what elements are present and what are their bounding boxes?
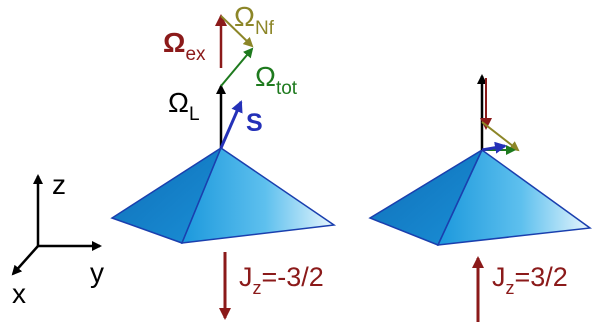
right-vectors	[477, 74, 520, 155]
omega-tot-label: Ωtot	[255, 61, 298, 99]
x-axis-arrow	[11, 245, 39, 276]
left-pyramid	[110, 146, 337, 244]
spin-label: S	[246, 109, 263, 137]
z-axis-label: z	[52, 169, 66, 200]
jz-right-label: Jz=3/2	[492, 262, 568, 298]
omega-nf-arrow	[220, 15, 254, 48]
omega-l-label: ΩL	[168, 87, 200, 125]
omega-nf-label: ΩNf	[234, 1, 275, 39]
right-pyramid-front-face	[436, 148, 593, 246]
spin-arrow	[219, 100, 243, 149]
left-vectors	[215, 14, 254, 149]
coordinate-axes	[11, 174, 102, 276]
omega-ex-label: Ωex	[163, 27, 206, 65]
right-pyramid	[368, 148, 593, 246]
x-axis-label: x	[12, 278, 26, 309]
y-axis-label: y	[90, 257, 104, 288]
left-pyramid-front-face	[180, 146, 337, 244]
jz-left-label: Jz=-3/2	[239, 262, 324, 298]
omega-tot-arrow	[220, 47, 254, 87]
right-spin-arrow	[481, 141, 507, 154]
